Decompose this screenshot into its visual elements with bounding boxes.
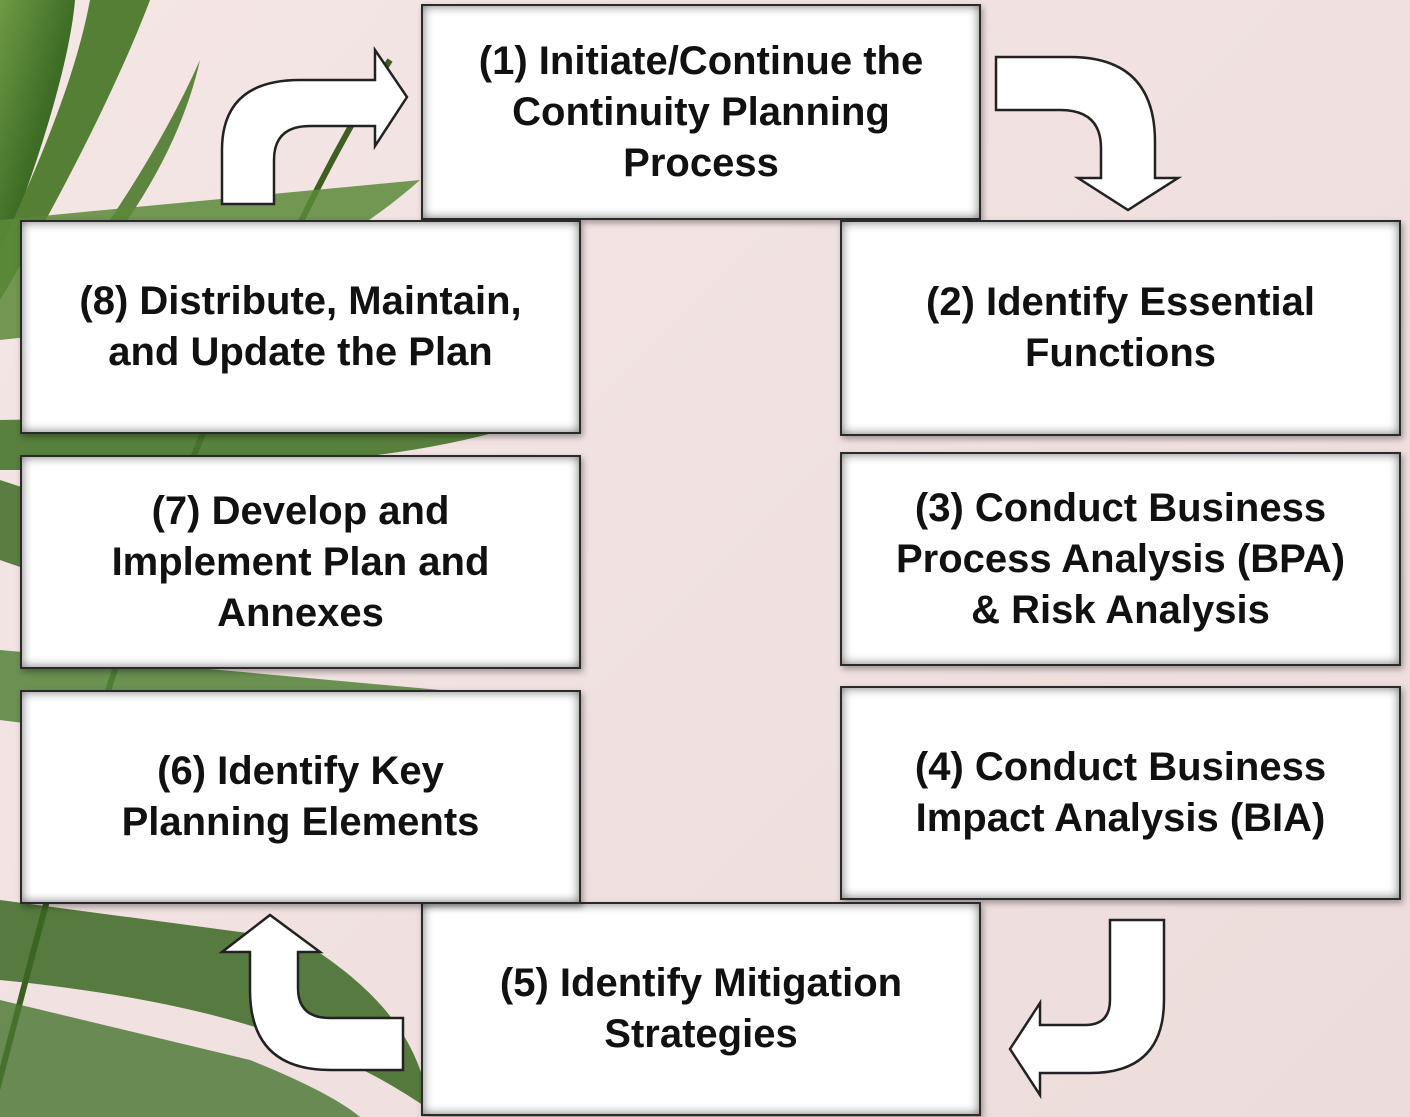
step-5-box: (5) Identify Mitigation Strategies	[421, 902, 981, 1116]
step-7-label: (7) Develop and Implement Plan and Annex…	[111, 488, 490, 635]
step-2-box: (2) Identify Essential Functions	[840, 220, 1401, 436]
step-7-box: (7) Develop and Implement Plan and Annex…	[20, 455, 581, 669]
step-8-box: (8) Distribute, Maintain, and Update the…	[20, 220, 581, 434]
step-1-label: (1) Initiate/Continue the Continuity Pla…	[478, 38, 924, 185]
step-6-label: (6) Identify Key Planning Elements	[121, 749, 480, 844]
step-6-box: (6) Identify Key Planning Elements	[20, 690, 581, 904]
step-5-label: (5) Identify Mitigation Strategies	[499, 961, 903, 1056]
step-4-box: (4) Conduct Business Impact Analysis (BI…	[840, 686, 1401, 900]
step-3-label: (3) Conduct Business Process Analysis (B…	[895, 485, 1346, 632]
step-3-box: (3) Conduct Business Process Analysis (B…	[840, 452, 1401, 666]
step-8-label: (8) Distribute, Maintain, and Update the…	[79, 279, 522, 374]
step-1-box: (1) Initiate/Continue the Continuity Pla…	[421, 4, 981, 220]
step-4-label: (4) Conduct Business Impact Analysis (BI…	[914, 745, 1327, 840]
step-2-label: (2) Identify Essential Functions	[926, 280, 1315, 375]
